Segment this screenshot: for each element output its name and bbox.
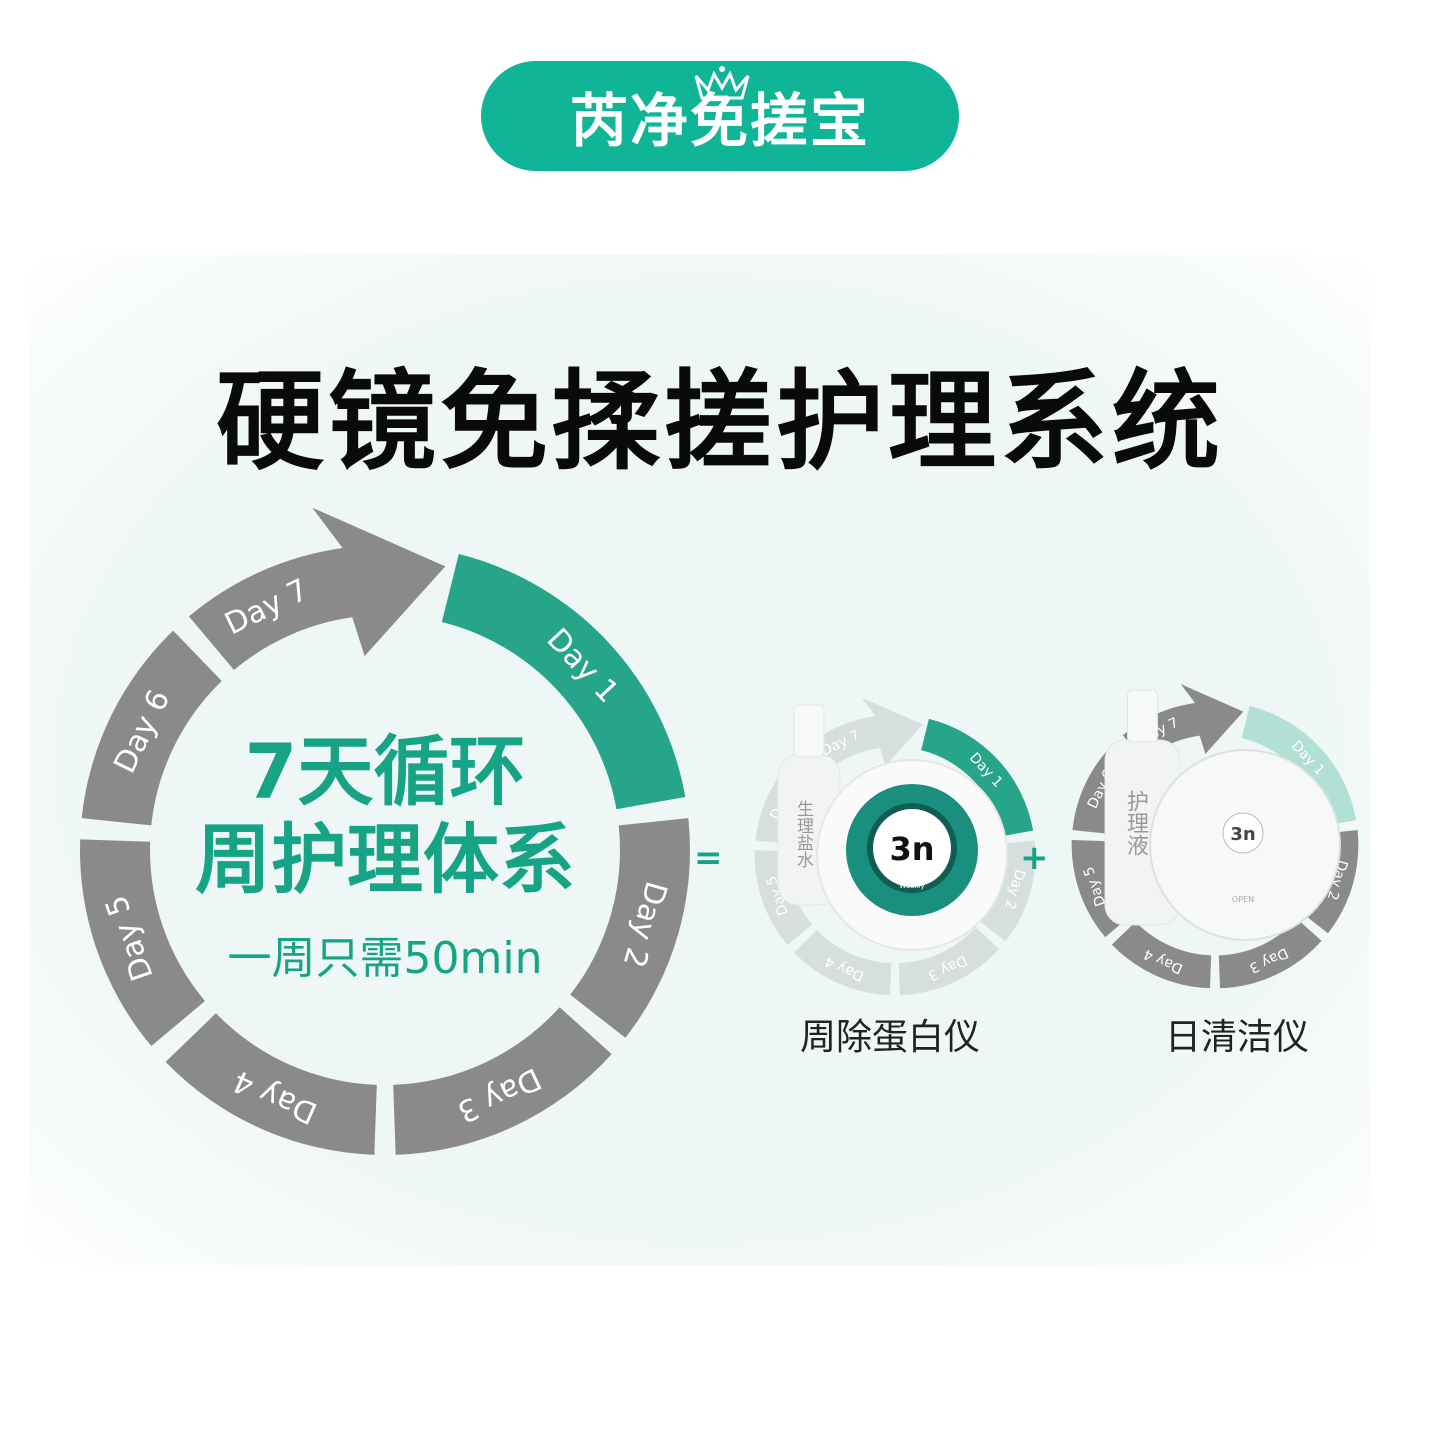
main-segment-day-1 — [441, 554, 686, 810]
brand-badge: 芮净免搓宝 — [481, 61, 959, 171]
cycle-subline: 一周只需50min — [227, 933, 543, 984]
weekly-segment-day-3 — [898, 927, 1000, 996]
device-logo: 3n — [889, 830, 934, 868]
main-segment-day-4 — [165, 1013, 377, 1155]
weekly-segment-day-7-arrow — [804, 697, 923, 773]
weekly-segment-day-2 — [980, 840, 1036, 942]
plus-sign: + — [1020, 838, 1049, 878]
equals-sign: = — [694, 838, 723, 878]
product-name-weekly: 周除蛋白仪 — [800, 1017, 981, 1058]
page-title: 硬镜免揉搓护理系统 — [215, 360, 1224, 485]
daily-segment-day-4 — [1111, 921, 1212, 989]
solution-bottle-label: 护理液 — [1123, 790, 1148, 856]
main-segment-day-7-arrow — [188, 507, 446, 670]
main-segment-day-2 — [570, 818, 690, 1038]
main-segment-day-5 — [80, 839, 205, 1047]
device-open-button: OPEN — [1232, 895, 1254, 904]
weekly-segment-day-4 — [794, 930, 892, 996]
headline-line-2: 周护理体系 — [195, 815, 575, 904]
product-name-daily: 日清洁仪 — [1165, 1017, 1310, 1058]
device-text: Weekly — [899, 882, 924, 890]
cycle-headline: 7天循环周护理体系 — [170, 728, 600, 904]
device-logo: 3n — [1230, 824, 1255, 845]
saline-bottle-label: 生理盐水 — [793, 800, 813, 868]
crown-icon — [694, 66, 750, 100]
main-segment-day-3 — [393, 1007, 612, 1155]
daily-segment-day-3 — [1218, 918, 1322, 989]
main-segment-day-6 — [81, 630, 222, 826]
headline-line-1: 7天循环 — [244, 727, 526, 816]
weekly-segment-day-1 — [921, 718, 1034, 837]
